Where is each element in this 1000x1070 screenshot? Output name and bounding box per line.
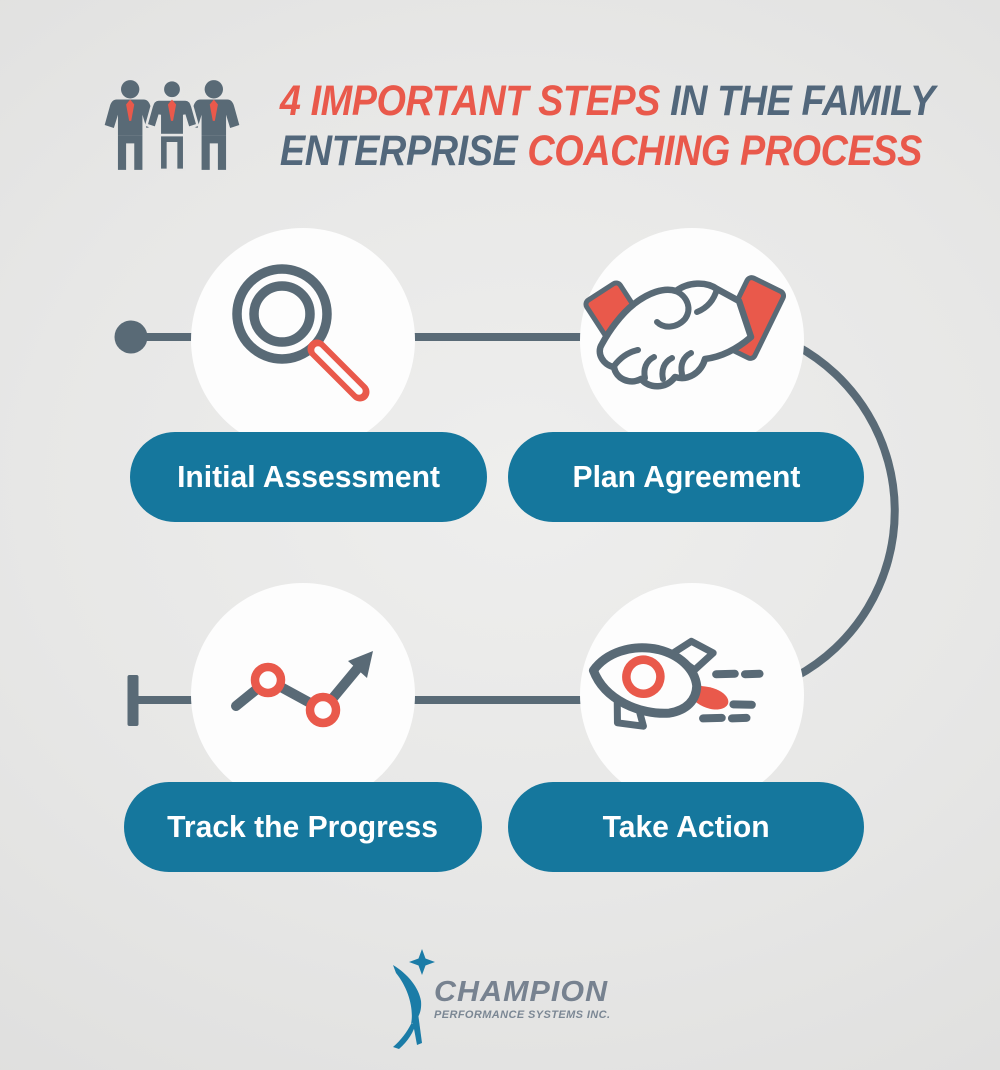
step-label: Take Action <box>602 809 770 844</box>
rocket-icon <box>588 637 764 730</box>
title-red-part: 4 IMPORTANT STEPS <box>279 77 661 125</box>
step-label-pill-take-action: Take Action <box>508 782 864 872</box>
end-bar <box>127 675 139 726</box>
rocket-flame <box>693 685 729 710</box>
brand-tagline: PERFORMANCE SYSTEMS INC. <box>434 1009 611 1021</box>
person-icon <box>144 78 200 172</box>
title-red-part: COACHING PROCESS <box>527 127 922 176</box>
tie-icon <box>209 99 218 121</box>
step-label-pill-initial-assessment: Initial Assessment <box>130 432 487 522</box>
line-chart-icon <box>231 651 373 728</box>
title-line-2: ENTERPRISE COACHING PROCESS <box>279 126 922 176</box>
magnifying-glass-icon <box>232 264 370 402</box>
step-label: Plan Agreement <box>572 459 800 494</box>
step-label: Initial Assessment <box>177 459 440 494</box>
step-label: Track the Progress <box>167 809 439 844</box>
speed-dashes <box>699 669 764 723</box>
tie-icon <box>167 99 177 121</box>
brand-name: CHAMPION <box>434 976 609 1008</box>
page-title: 4 IMPORTANT STEPS IN THE FAMILY ENTERPRI… <box>240 76 935 177</box>
person-icon <box>104 80 156 170</box>
step-circle <box>191 228 415 452</box>
handshake-icon <box>583 275 787 390</box>
three-people-icon <box>104 78 240 172</box>
rocket-window <box>622 655 665 698</box>
title-slate-part: IN THE FAMILY <box>670 77 935 125</box>
person-icon <box>188 80 240 170</box>
step-label-pill-plan-agreement: Plan Agreement <box>508 432 864 522</box>
leaping-person-star-icon <box>393 949 435 1049</box>
title-slate-part: ENTERPRISE <box>279 127 518 176</box>
tie-icon <box>126 99 135 121</box>
start-dot <box>114 320 148 354</box>
step-label-pill-track-the-progress: Track the Progress <box>124 782 482 872</box>
title-line-1: 4 IMPORTANT STEPS IN THE FAMILY <box>279 76 935 126</box>
star-icon <box>409 949 435 975</box>
